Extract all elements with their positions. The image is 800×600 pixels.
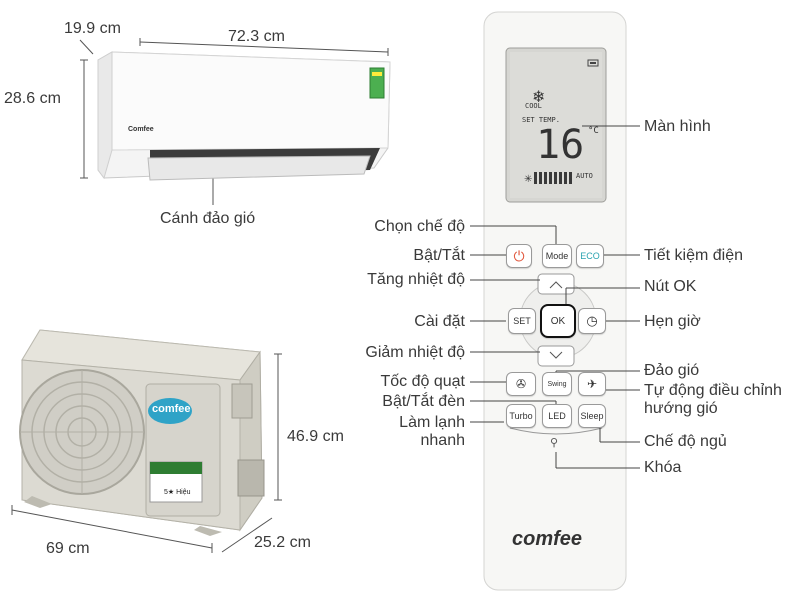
outdoor-dimension-lines xyxy=(11,353,282,553)
callout-turbo-line2: nhanh xyxy=(420,432,466,449)
remote-body: ✳ ❄ xyxy=(483,11,627,591)
callout-turbo-line1: Làm lạnh xyxy=(399,414,465,431)
indoor-unit xyxy=(97,51,391,181)
callout-swing: Đảo gió xyxy=(644,362,700,379)
ok-button[interactable]: OK xyxy=(540,304,576,338)
indoor-width-label: 72.3 cm xyxy=(228,28,285,45)
callout-auto-direction-line2: hướng gió xyxy=(644,400,718,417)
set-button[interactable]: SET xyxy=(508,308,536,334)
clock-icon: ◷ xyxy=(586,313,598,328)
callout-set: Cài đặt xyxy=(414,313,465,330)
flap-label: Cánh đảo gió xyxy=(160,210,256,227)
lcd-set-temp-label: SET TEMP. xyxy=(522,116,560,124)
callout-power: Bật/Tắt xyxy=(413,247,465,264)
outdoor-width-label: 69 cm xyxy=(46,540,90,557)
fan-speed-button[interactable]: ✇ xyxy=(506,372,536,396)
lcd-unit: °C xyxy=(588,126,599,136)
mode-button[interactable]: Mode xyxy=(542,244,572,268)
lcd-mode: COOL xyxy=(525,102,542,110)
callout-auto-direction-line1: Tự động điều chỉnh xyxy=(644,382,782,399)
callout-lines xyxy=(470,125,640,469)
lcd-fan-auto: AUTO xyxy=(576,172,593,180)
indoor-height-label: 28.6 cm xyxy=(4,90,61,107)
turbo-button[interactable]: Turbo xyxy=(506,404,536,428)
auto-direction-button[interactable]: ✈ xyxy=(578,372,606,396)
callout-mode: Chọn chế độ xyxy=(374,218,465,235)
timer-button[interactable]: ◷ xyxy=(578,308,606,334)
outdoor-depth-label: 25.2 cm xyxy=(254,534,311,551)
callout-temp-down: Giảm nhiệt độ xyxy=(365,344,465,361)
svg-text:✳: ✳ xyxy=(524,174,532,185)
svg-text:❄: ❄ xyxy=(532,89,545,106)
outdoor-unit xyxy=(19,329,265,536)
callout-fan-speed: Tốc độ quạt xyxy=(380,373,466,390)
lock-icon: ⚲ xyxy=(550,437,559,449)
swing-button[interactable]: Swing xyxy=(542,372,572,396)
led-button[interactable]: LED xyxy=(542,404,572,428)
callout-screen: Màn hình xyxy=(644,118,711,135)
energy-star-badge: 5★ Hiệu xyxy=(164,489,191,496)
callout-timer: Hẹn giờ xyxy=(644,313,701,330)
callout-eco: Tiết kiệm điện xyxy=(644,247,743,264)
outdoor-height-label: 46.9 cm xyxy=(287,428,344,445)
inverter-badge: INVERTER xyxy=(152,475,188,482)
lcd-temperature: 16 xyxy=(536,122,585,168)
eco-button[interactable]: ECO xyxy=(576,244,604,268)
indoor-depth-label: 19.9 cm xyxy=(64,20,121,37)
indoor-brand-logo: Comfee xyxy=(128,126,154,133)
indoor-dimension-lines xyxy=(79,38,389,205)
airflow-direction-icon: ✈ xyxy=(586,377,598,391)
callout-ok: Nút OK xyxy=(644,278,697,295)
power-button[interactable]: ⏻ xyxy=(506,244,532,268)
outdoor-brand-logo: comfee xyxy=(152,403,191,415)
sleep-button[interactable]: Sleep xyxy=(578,404,606,428)
callout-lock: Khóa xyxy=(644,459,682,476)
callout-led: Bật/Tắt đèn xyxy=(382,393,465,410)
callout-sleep: Chế độ ngủ xyxy=(644,433,727,450)
fan-icon: ✇ xyxy=(515,377,527,391)
callout-temp-up: Tăng nhiệt độ xyxy=(367,271,465,288)
power-icon: ⏻ xyxy=(513,247,525,264)
remote-brand-logo: comfee xyxy=(512,528,583,550)
